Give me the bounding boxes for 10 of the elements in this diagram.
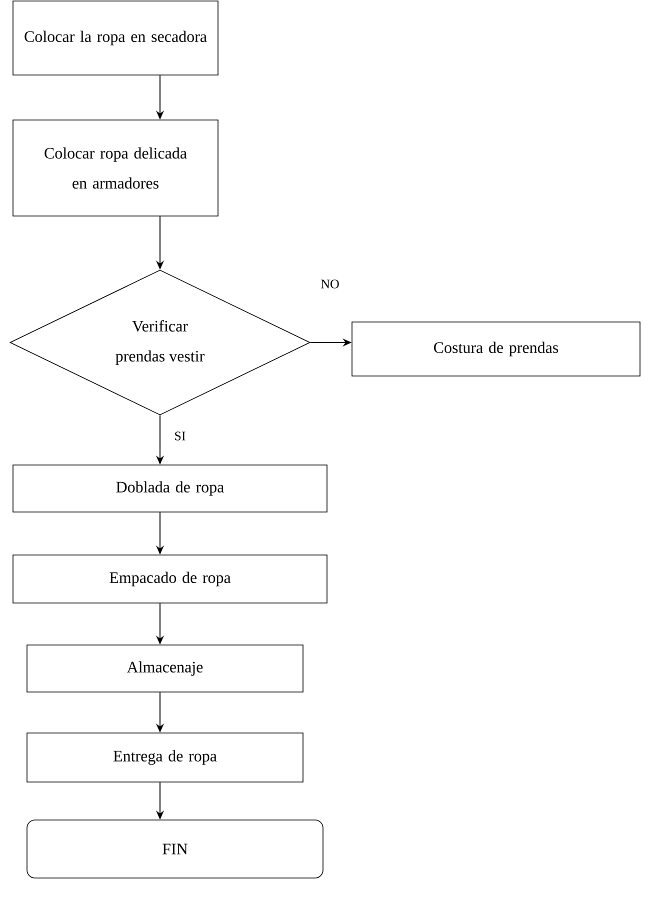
process-box: Empacado de ropa [12,554,328,604]
process-box: Colocar la ropa en secadora [12,0,218,76]
edge-label: SI [173,430,187,442]
process-box: Colocar ropa delicada en armadores [12,120,218,216]
process-box: Doblada de ropa [12,464,328,512]
process-box: Almacenaje [26,644,304,692]
process-box: Costura de prendas [352,322,640,376]
process-box: Entrega de ropa [26,732,304,782]
terminal-box: FIN [26,820,324,878]
edge-label: NO [320,278,340,290]
